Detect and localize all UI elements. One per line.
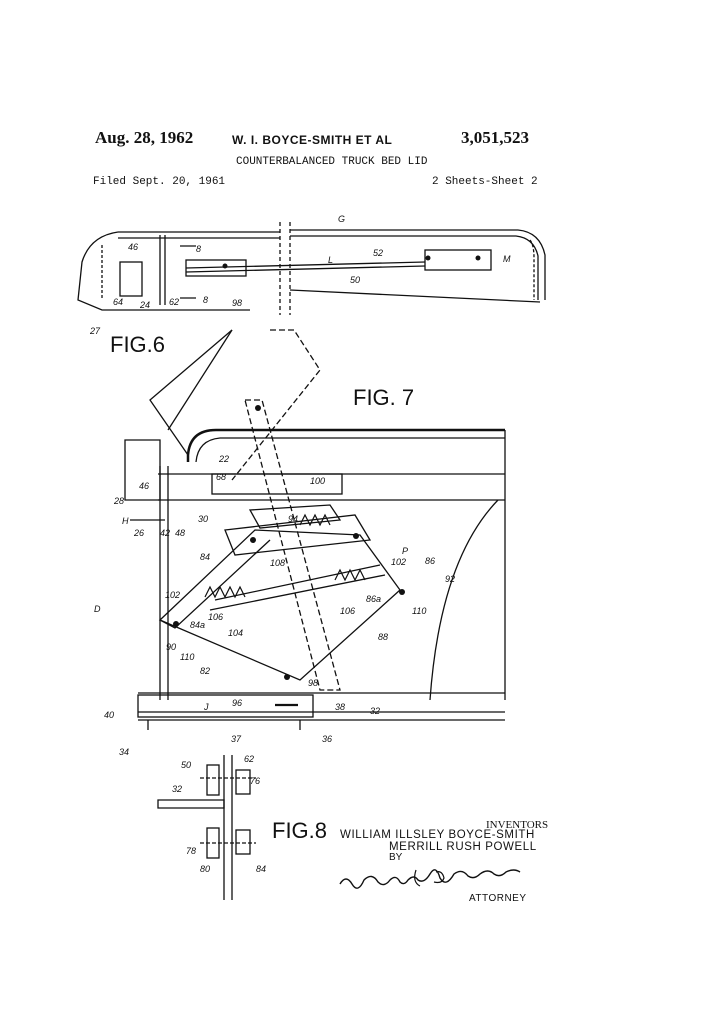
patent-title: COUNTERBALANCED TRUCK BED LID	[236, 156, 428, 168]
ref-label: 32	[172, 784, 182, 794]
ref-label: 36	[322, 734, 332, 744]
springs	[204, 513, 366, 599]
ref-label: 30	[198, 514, 208, 524]
ref-label: 104	[228, 628, 243, 638]
ref-label: D	[94, 604, 101, 614]
ref-label: 28	[113, 496, 124, 506]
ref-label: 110	[180, 652, 194, 662]
ref-label: 80	[200, 864, 210, 874]
attorney-label: ATTORNEY	[469, 893, 527, 904]
fig6-labels: G 8 8 52 L M 50 46 64 24 62 98 27	[89, 214, 511, 336]
ref-label: 62	[169, 297, 179, 307]
inventor-name-2: MERRILL RUSH POWELL	[389, 841, 537, 853]
fig8-labels: 50 62 76 32 78 80 84	[172, 754, 266, 874]
ref-label: 86	[425, 556, 435, 566]
ref-label: 98	[232, 298, 242, 308]
ref-label: 48	[175, 528, 185, 538]
ref-label: 38	[335, 702, 345, 712]
ref-label: 92	[445, 574, 455, 584]
ref-label: 62	[244, 754, 254, 764]
ref-label: J	[203, 702, 209, 712]
ref-label: 24	[139, 300, 150, 310]
ref-label: 26	[133, 528, 144, 538]
ref-label: 82	[200, 666, 210, 676]
fig7-title: FIG. 7	[353, 385, 414, 410]
fig6-drawing	[77, 222, 546, 315]
ref-label: 96	[232, 698, 242, 708]
ref-label: 68	[216, 472, 226, 482]
ref-label: 88	[378, 632, 388, 642]
ref-label: 64	[113, 297, 123, 307]
ref-label: 84	[200, 552, 210, 562]
ref-label: 94	[288, 514, 298, 524]
ref-label: 46	[128, 242, 138, 252]
ref-label: P	[402, 546, 408, 556]
ref-label: 78	[186, 846, 196, 856]
pivot-points	[173, 255, 481, 680]
patent-number: 3,051,523	[461, 128, 529, 147]
fig8-drawing	[157, 755, 256, 900]
ref-label: G	[338, 214, 345, 224]
ref-label: 102	[165, 590, 180, 600]
by-label: BY	[389, 852, 403, 863]
ref-label: 37	[231, 734, 242, 744]
ref-label: 52	[373, 248, 383, 258]
filed-date: Filed Sept. 20, 1961	[93, 176, 226, 188]
inventors-header: W. I. BOYCE-SMITH ET AL	[232, 133, 393, 147]
inventors-heading: INVENTORS	[486, 819, 549, 831]
ref-label: 8	[203, 295, 208, 305]
sheet-count: 2 Sheets-Sheet 2	[432, 176, 538, 188]
ref-label: 42	[160, 528, 170, 538]
ref-label: 27	[89, 326, 101, 336]
ref-label: 50	[181, 760, 191, 770]
ref-label: 108	[270, 558, 285, 568]
ref-label: 110	[412, 606, 426, 616]
attorney-signature	[339, 869, 521, 889]
fig7-drawing	[124, 329, 506, 730]
ref-label: L	[328, 255, 333, 265]
ref-label: M	[503, 254, 511, 264]
ref-label: 76	[250, 776, 260, 786]
ref-label: 84	[256, 864, 266, 874]
inventor-name-1: WILLIAM ILLSLEY BOYCE-SMITH	[340, 829, 535, 841]
ref-label: 40	[104, 710, 114, 720]
ref-label: 50	[350, 275, 360, 285]
ref-label: 100	[310, 476, 325, 486]
ref-label: 34	[119, 747, 129, 757]
fig7-labels: 22 68 100 46 28 H 26 30 42 48 94 84 108 …	[94, 454, 455, 757]
fig6-title: FIG.6	[110, 332, 165, 357]
ref-label: 8	[196, 244, 201, 254]
ref-label: 32	[370, 706, 380, 716]
ref-label: 102	[391, 557, 406, 567]
fig8-title: FIG.8	[272, 818, 327, 843]
ref-label: 46	[139, 481, 149, 491]
patent-date: Aug. 28, 1962	[95, 128, 194, 147]
ref-label: H	[122, 516, 129, 526]
ref-label: 106	[208, 612, 223, 622]
ref-label: 22	[218, 454, 229, 464]
ref-label: 84a	[190, 620, 205, 630]
ref-label: 98	[308, 678, 318, 688]
ref-label: 90	[166, 642, 176, 652]
ref-label: 106	[340, 606, 355, 616]
ref-label: 86a	[366, 594, 381, 604]
